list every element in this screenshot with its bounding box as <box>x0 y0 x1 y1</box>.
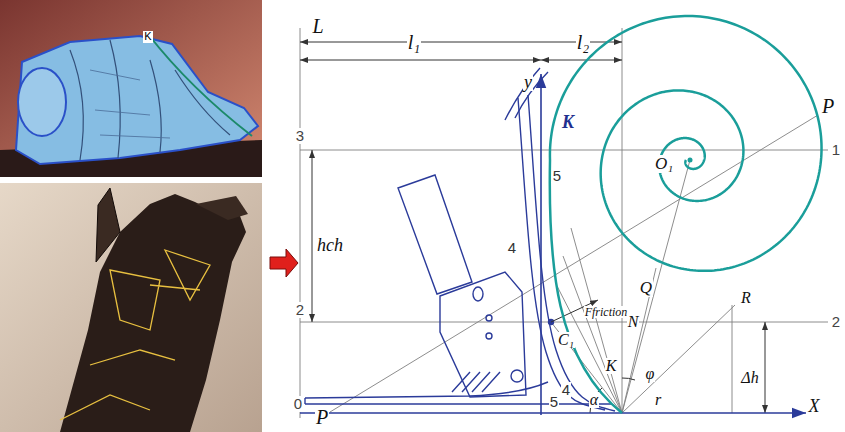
force-label: Ffriction <box>584 306 629 319</box>
dimension-line <box>541 60 622 61</box>
line-label: P <box>821 96 835 117</box>
callout-number: 5 <box>549 394 559 410</box>
tillage-tool <box>511 370 523 382</box>
angle-label: φ <box>645 366 656 383</box>
insect-photo-top <box>16 36 258 164</box>
level-number: 2 <box>295 302 305 318</box>
line-label: P <box>315 407 329 428</box>
insect-photo-top <box>148 34 252 136</box>
construction-line <box>300 28 828 418</box>
insect-photo-bottom <box>60 250 210 420</box>
point-label: Q <box>639 279 653 297</box>
dimension-label: l₁ <box>407 32 422 53</box>
dimension-line <box>765 322 766 413</box>
radius-label: r <box>654 392 662 409</box>
insect-photo-top <box>0 0 262 177</box>
axis-label: y <box>523 73 533 92</box>
point-label: O₁ <box>654 155 674 173</box>
insect-photo-bottom <box>60 194 246 432</box>
tillage-tool <box>486 333 492 339</box>
spiral-centre <box>688 158 693 163</box>
construction-line <box>300 150 828 151</box>
tillage-tool <box>304 398 305 404</box>
callout-number: 4 <box>507 240 517 256</box>
tillage-tool <box>305 68 615 411</box>
construction-line <box>551 322 622 413</box>
photo-marker: K <box>143 31 152 43</box>
point-label: N <box>627 314 640 331</box>
tillage-tool <box>486 315 492 321</box>
point-label: K <box>561 113 575 132</box>
insect-photo-bottom <box>196 196 248 220</box>
tillage-tool <box>398 175 472 294</box>
tillage-tool <box>518 98 605 410</box>
level-number: 3 <box>295 128 305 144</box>
insect-photo-top <box>90 70 170 138</box>
red-arrow <box>270 249 298 277</box>
construction-line <box>622 28 623 413</box>
construction-line <box>622 305 735 413</box>
insect-photo-top <box>18 68 66 136</box>
origin-label: 0 <box>293 396 303 412</box>
spiral-curve <box>550 160 622 413</box>
tillage-tool <box>473 287 483 301</box>
construction-line <box>300 28 301 418</box>
dimension-line <box>312 150 313 322</box>
level-number: 1 <box>831 142 841 158</box>
dimension-line <box>300 42 765 413</box>
dimension-line <box>300 60 541 61</box>
dimension-label: L <box>311 16 324 37</box>
tillage-tool <box>440 272 526 397</box>
point-label: C₁ <box>557 332 575 349</box>
insect-photo-bottom <box>0 183 262 432</box>
level-number: 2 <box>831 314 841 330</box>
point-label: K <box>605 358 618 375</box>
dimension-label: hch <box>316 236 344 255</box>
tillage-tool <box>452 372 500 392</box>
tillage-tool <box>505 68 540 120</box>
dimension-line <box>622 378 635 380</box>
angle-label: α <box>589 392 599 409</box>
construction-line <box>732 305 733 413</box>
axis <box>540 74 542 415</box>
point-label: R <box>740 290 752 307</box>
tillage-tool <box>515 72 548 118</box>
insect-photo-top <box>0 0 262 177</box>
dimension-line <box>300 42 622 43</box>
callout-number: 4 <box>561 382 571 398</box>
construction-line <box>622 268 656 413</box>
spiral-curve <box>550 16 822 271</box>
insect-photo-top <box>70 40 230 160</box>
axis <box>300 412 806 414</box>
tillage-tool <box>528 95 615 411</box>
axis-label: X <box>808 397 821 416</box>
tillage-tool <box>305 403 612 404</box>
insect-photo-bottom <box>96 188 120 262</box>
insect-photo-bottom <box>0 183 262 432</box>
dimension-label: l₂ <box>576 32 591 53</box>
callout-number: 5 <box>552 168 562 184</box>
dimension-label: Δh <box>740 370 759 387</box>
spiral-curve <box>550 16 822 413</box>
